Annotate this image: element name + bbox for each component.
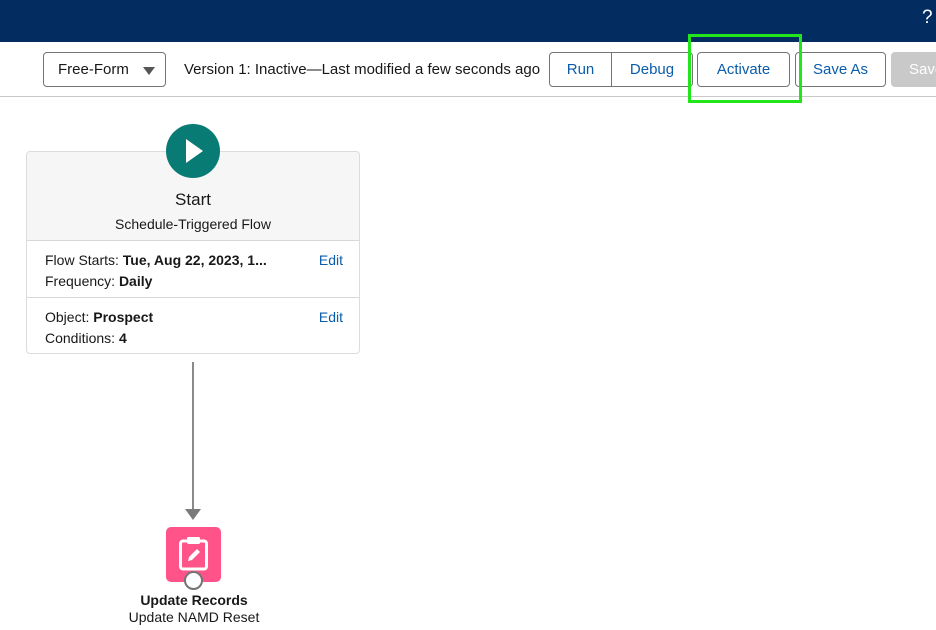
flow-builder-toolbar: Free-Form Version 1: Inactive—Last modif… (0, 42, 936, 97)
flow-starts-label: Flow Starts: (45, 252, 119, 268)
debug-button[interactable]: Debug (611, 52, 693, 87)
save-as-button[interactable]: Save As (795, 52, 886, 87)
edit-object-link[interactable]: Edit (318, 309, 343, 325)
help-icon[interactable]: ? (922, 7, 933, 28)
chevron-down-icon (143, 67, 155, 75)
update-node-title: Update Records (140, 592, 248, 608)
run-button[interactable]: Run (549, 52, 612, 87)
node-connector-dot[interactable] (184, 571, 203, 590)
flow-connector-line[interactable] (192, 362, 194, 509)
frequency-row: Frequency: Daily (45, 273, 152, 289)
conditions-value: 4 (118, 330, 127, 346)
start-node-title: Start (175, 190, 211, 209)
object-value: Prospect (93, 309, 154, 325)
conditions-label: Conditions: (45, 330, 116, 346)
arrow-down-icon (185, 509, 201, 520)
object-row: Object: Prospect (45, 309, 153, 325)
flow-starts-row: Flow Starts: Tue, Aug 22, 2023, 1... (45, 252, 285, 268)
object-section: Object: Prospect Conditions: 4 Edit (27, 298, 359, 353)
conditions-row: Conditions: 4 (45, 330, 127, 346)
clipboard-edit-glyph (179, 537, 208, 571)
play-triangle (186, 139, 203, 163)
global-header: ? (0, 0, 936, 42)
edit-schedule-link[interactable]: Edit (318, 252, 343, 268)
canvas-mode-select[interactable]: Free-Form (43, 52, 166, 87)
update-node-subtitle: Update NAMD Reset (128, 609, 260, 625)
start-node-card[interactable]: Start Schedule-Triggered Flow Flow Start… (26, 151, 360, 354)
play-icon[interactable] (166, 124, 220, 178)
canvas-mode-value: Free-Form (58, 61, 129, 78)
version-status-text: Version 1: Inactive—Last modified a few … (184, 61, 541, 78)
object-label: Object: (45, 309, 90, 325)
activate-button[interactable]: Activate (697, 52, 790, 87)
frequency-value: Daily (118, 273, 153, 289)
start-node-subtitle: Schedule-Triggered Flow (115, 216, 271, 232)
schedule-section: Flow Starts: Tue, Aug 22, 2023, 1... Fre… (27, 241, 359, 298)
frequency-label: Frequency: (45, 273, 116, 289)
flow-starts-value: Tue, Aug 22, 2023, 1... (122, 252, 267, 268)
save-button[interactable]: Save (891, 52, 936, 87)
